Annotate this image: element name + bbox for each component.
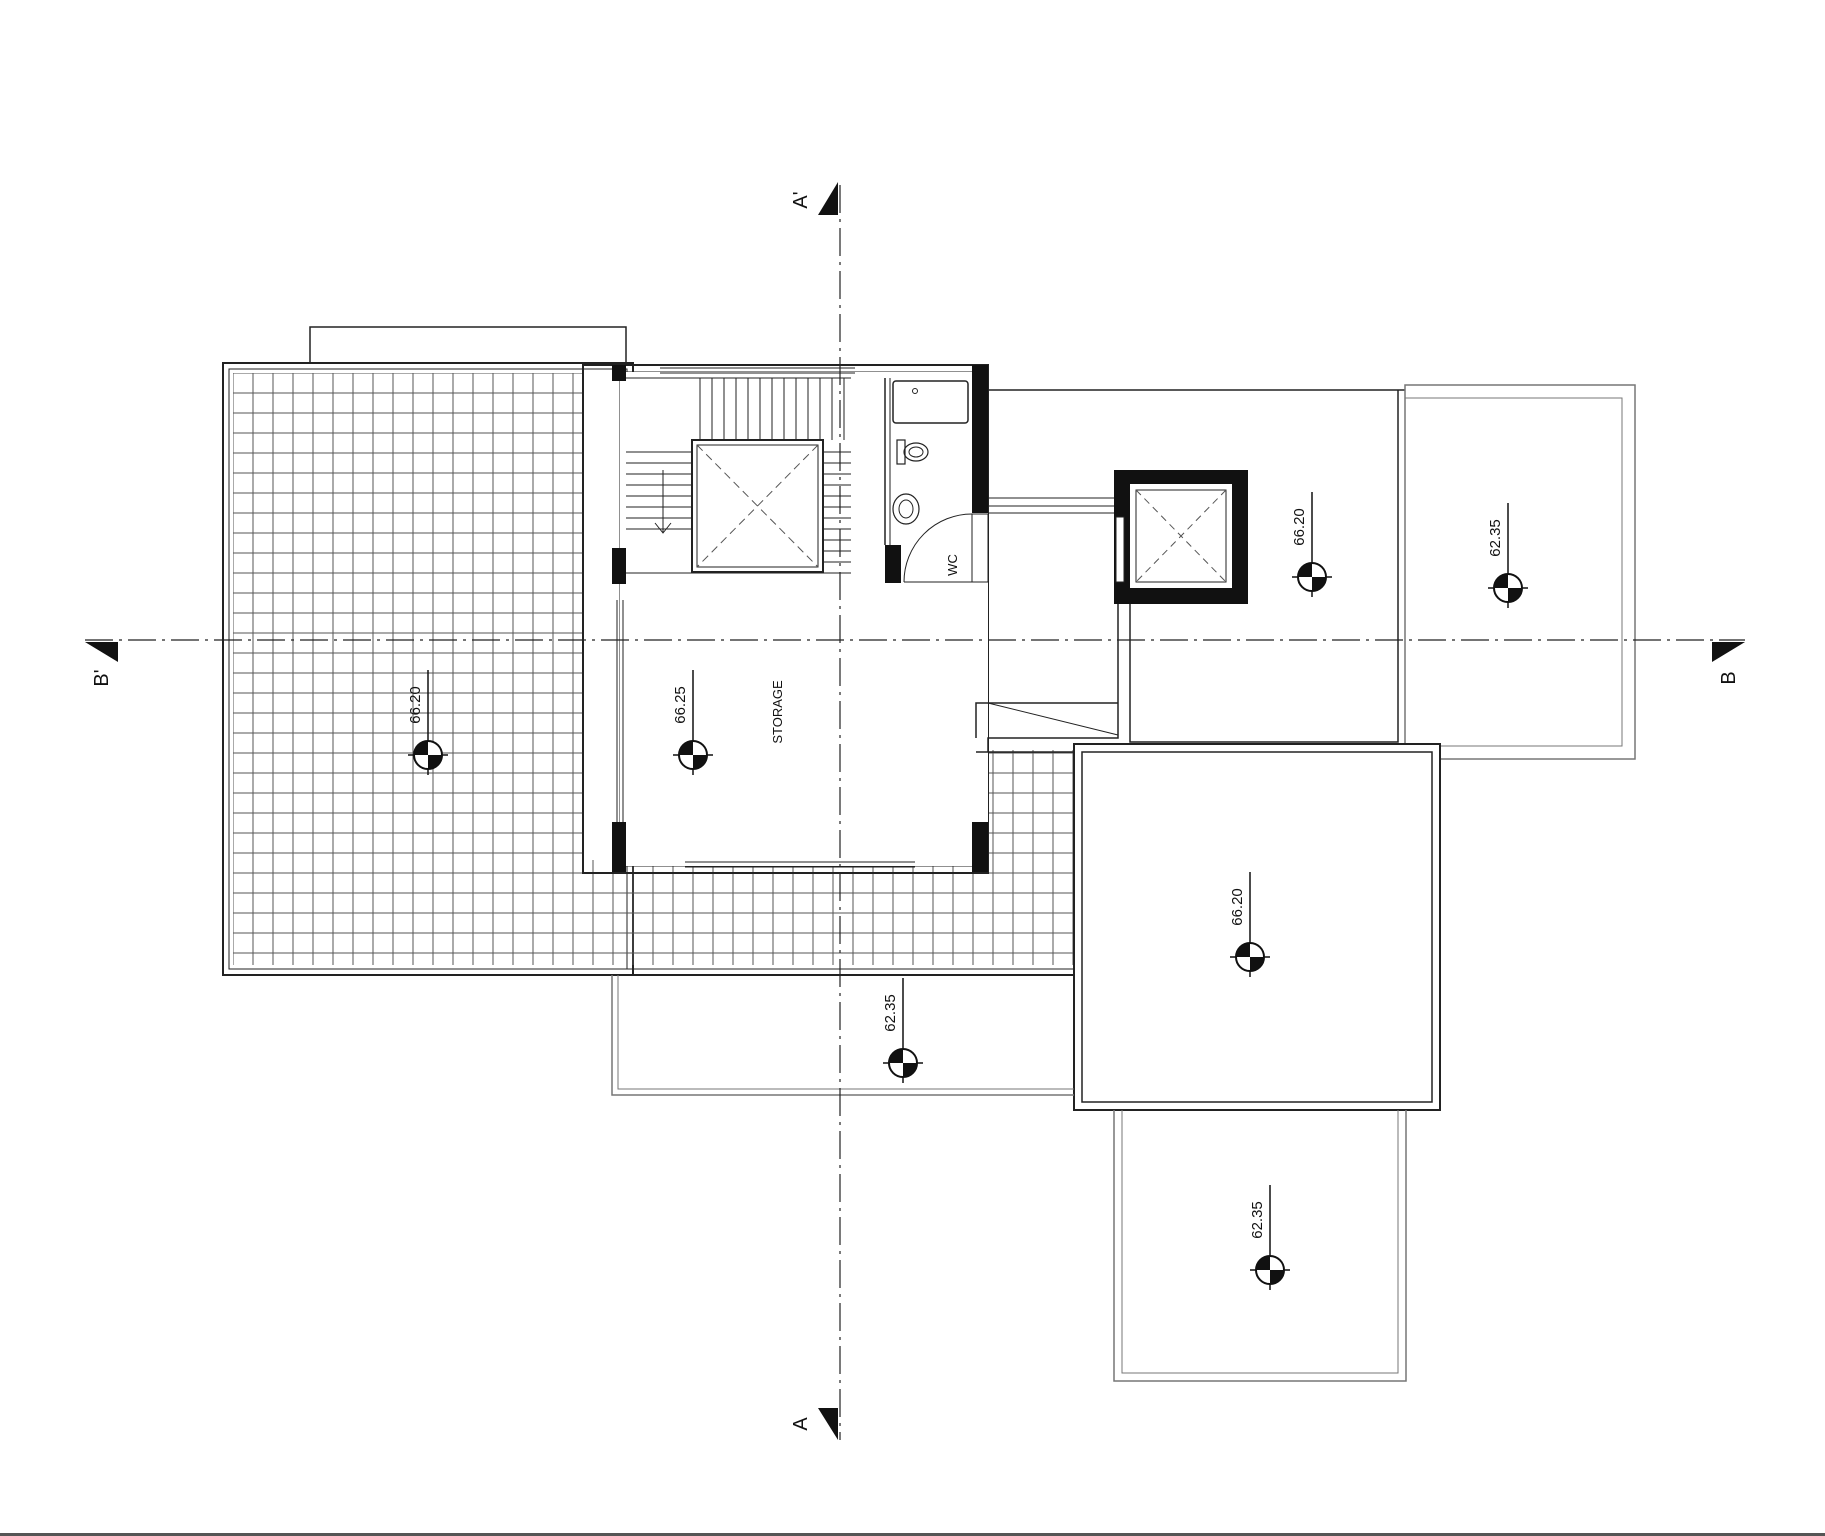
room-label-storage: STORAGE — [770, 680, 785, 744]
bathtub-icon — [892, 380, 969, 424]
canopy-bottom-right — [1113, 1110, 1407, 1382]
toilet-icon — [896, 439, 929, 465]
level-value: 66.20 — [1291, 508, 1308, 546]
room-label-wc: WC — [945, 554, 960, 576]
roof-right-upper — [1129, 390, 1399, 743]
connector — [975, 389, 1405, 753]
section-mark-a-bottom: A — [790, 1417, 812, 1431]
section-mark-a-top: A' — [790, 191, 812, 208]
level-marker-far-right: 62.35 — [1487, 503, 1528, 608]
level-value: 62.35 — [882, 994, 899, 1032]
level-marker-canopy-bottom-center: 62.35 — [882, 978, 923, 1083]
canopy-far-right — [1404, 384, 1636, 760]
canopy-bottom-center — [611, 975, 1074, 1096]
bottom-border — [0, 1533, 1825, 1536]
level-value: 62.35 — [1487, 519, 1504, 557]
wc-room — [884, 378, 989, 583]
roof-right-lower — [1073, 743, 1441, 1111]
section-mark-b-left: B' — [91, 669, 113, 686]
level-value: 66.20 — [407, 686, 424, 724]
sink-icon — [892, 493, 920, 525]
level-value: 66.25 — [672, 686, 689, 724]
section-line-b — [85, 639, 1745, 662]
section-mark-b-right: B — [1718, 671, 1740, 684]
level-marker-roof-right-lower: 66.20 — [1229, 872, 1270, 977]
level-marker-canopy-bottom-right: 62.35 — [1249, 1185, 1290, 1290]
level-marker-storage: 66.25 — [672, 670, 713, 775]
lift-shaft — [1114, 470, 1248, 604]
section-line-a — [818, 182, 841, 1440]
level-marker-roof-right-upper: 66.20 — [1291, 492, 1332, 597]
terrace-left — [222, 326, 1078, 976]
level-marker-terrace-left: 66.20 — [407, 670, 448, 775]
level-value: 62.35 — [1249, 1201, 1266, 1239]
level-value: 66.20 — [1229, 888, 1246, 926]
staircase — [626, 377, 851, 574]
